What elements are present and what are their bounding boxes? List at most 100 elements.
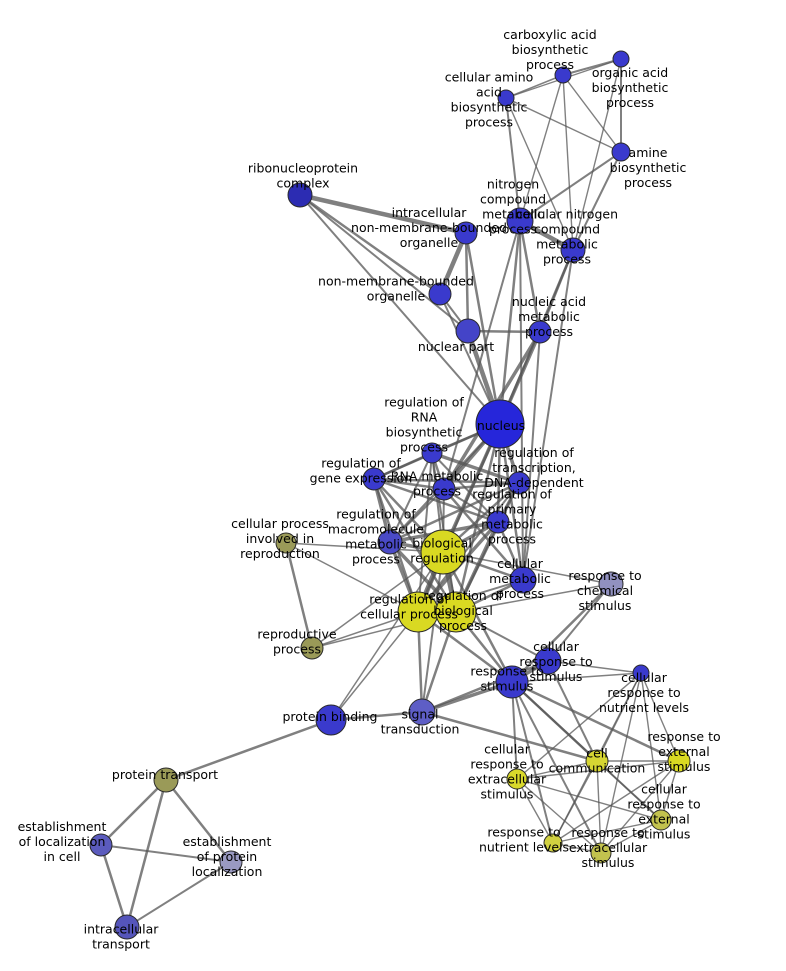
edge-n21-n23: [285, 542, 419, 613]
edge-n35-n36: [99, 778, 168, 847]
node-n37[interactable]: establishment of protein localization: [219, 850, 243, 874]
node-n26[interactable]: cellular response to stimulus: [534, 647, 562, 675]
edge-n23-n24: [284, 541, 314, 650]
node-n31[interactable]: response to external stimulus: [667, 749, 691, 773]
edge-n16-n17: [389, 488, 445, 543]
edge-n27-n31: [510, 680, 681, 763]
node-n33[interactable]: cell communication: [585, 749, 609, 773]
node-n23[interactable]: cellular process involved in reproductio…: [275, 532, 297, 554]
node-n12[interactable]: nucleus: [475, 399, 525, 449]
node-n22[interactable]: regulation of biological process: [435, 591, 477, 633]
node-n21[interactable]: regulation of cellular process: [397, 591, 439, 633]
edge-n21-n30: [330, 611, 419, 721]
edge-n25-n26: [547, 583, 612, 662]
node-n20[interactable]: cellular metabolic process: [509, 566, 537, 594]
edge-n19-n27: [441, 550, 514, 684]
node-n15[interactable]: regulation of gene expression: [362, 467, 386, 491]
edge-n32-n39: [516, 778, 602, 854]
edge-n6-n20: [522, 249, 574, 581]
edge-n8-n11: [464, 231, 470, 333]
edge-n32-n33: [516, 760, 598, 780]
edge-n2-n6: [572, 58, 622, 251]
edge-n7-n8: [297, 192, 469, 236]
edge-n29-n33: [420, 710, 599, 763]
edge-n3-n6: [505, 97, 574, 251]
node-n30[interactable]: protein binding: [315, 704, 347, 736]
edge-n14-n16: [442, 481, 521, 491]
node-n11[interactable]: nuclear part: [455, 318, 481, 344]
node-n34[interactable]: cellular response to external stimulus: [650, 809, 672, 831]
node-n38[interactable]: response to nutrient levels: [543, 833, 563, 853]
edge-n14-n17: [388, 481, 521, 544]
node-n14[interactable]: regulation of transcription, DNA-depende…: [507, 471, 531, 495]
edge-n15-n18: [372, 477, 500, 524]
edge-n5-n20: [519, 220, 524, 581]
edge-n37-n40: [126, 861, 232, 928]
edge-n27-n39: [511, 681, 602, 854]
edge-n5-n16: [443, 220, 521, 490]
edge-n10-n20: [522, 331, 541, 581]
node-layer: carboxylic acid biosynthetic process orga…: [89, 50, 691, 940]
edge-n13-n14: [430, 451, 521, 485]
edge-n8-n12: [464, 231, 502, 426]
node-n24[interactable]: reproductive process: [300, 636, 324, 660]
edge-n27-n28: [511, 672, 642, 683]
edge-n28-n39: [600, 672, 642, 854]
node-n25[interactable]: response to chemical stimulus: [598, 571, 624, 597]
edge-n5-n10: [518, 219, 542, 334]
edge-n3-n5: [505, 97, 521, 222]
node-n16[interactable]: RNA metabolic process: [432, 477, 456, 501]
edge-n35-n37: [164, 778, 233, 864]
node-n6[interactable]: cellular nitrogen compound metabolic pro…: [560, 237, 586, 263]
node-n27[interactable]: response to stimulus: [495, 665, 529, 699]
edge-n28-n31: [640, 672, 680, 762]
edge-n13-n17: [389, 452, 433, 543]
edge-n33-n38: [552, 760, 598, 844]
edge-n4-n5: [519, 151, 622, 222]
edge-n36-n37: [100, 844, 232, 863]
edge-n3-n4: [505, 97, 622, 153]
node-n36[interactable]: establishment of localization in cell: [89, 833, 113, 857]
edge-n34-n38: [552, 819, 662, 844]
node-n9[interactable]: non-membrane-bounded organelle: [428, 282, 452, 306]
node-n28[interactable]: cellular response to nutrient levels: [632, 664, 650, 682]
node-n18[interactable]: regulation of primary metabolic process: [486, 510, 510, 534]
edge-n12-n20: [498, 422, 525, 582]
edge-n33-n39: [596, 760, 602, 854]
node-n10[interactable]: nucleic acid metabolic process: [528, 320, 552, 344]
node-n29[interactable]: signal transduction: [408, 698, 436, 726]
node-n35[interactable]: protein transport: [153, 767, 179, 793]
node-n19[interactable]: biological regulation: [420, 529, 466, 575]
node-n4[interactable]: amine biosynthetic process: [611, 142, 631, 162]
node-n39[interactable]: response to extracellular stimulus: [590, 842, 612, 864]
edge-n28-n34: [640, 672, 662, 821]
edge-n35-n40: [125, 778, 168, 929]
edge-n28-n32: [516, 672, 642, 780]
edge-n30-n35: [164, 718, 333, 782]
node-n5[interactable]: nitrogen compound metabolic process: [506, 207, 534, 235]
edge-n19-n23: [285, 542, 444, 553]
edge-layer: [99, 58, 681, 929]
edge-n25-n27: [510, 582, 613, 684]
edge-n12-n22: [454, 422, 502, 614]
node-n17[interactable]: regulation of macromolecule metabolic pr…: [377, 529, 403, 555]
node-n1[interactable]: carboxylic acid biosynthetic process: [554, 66, 572, 84]
node-n3[interactable]: cellular amino acid biosynthetic process: [497, 89, 515, 107]
edge-n15-n16: [372, 477, 446, 491]
edge-n31-n39: [600, 760, 680, 854]
edge-n19-n30: [330, 551, 444, 721]
edge-n7-n11: [299, 194, 469, 332]
node-n2[interactable]: organic acid biosynthetic process: [612, 50, 630, 68]
node-n7[interactable]: ribonucleoprotein complex: [287, 182, 313, 208]
node-n13[interactable]: regulation of RNA biosynthetic process: [421, 442, 443, 464]
node-n40[interactable]: intracellular transport: [114, 914, 140, 940]
edge-n33-n34: [596, 760, 662, 821]
node-n32[interactable]: cellular response to extracellular stimu…: [506, 768, 528, 790]
node-n8[interactable]: intracellular non-membrane-bounded organ…: [454, 221, 478, 245]
